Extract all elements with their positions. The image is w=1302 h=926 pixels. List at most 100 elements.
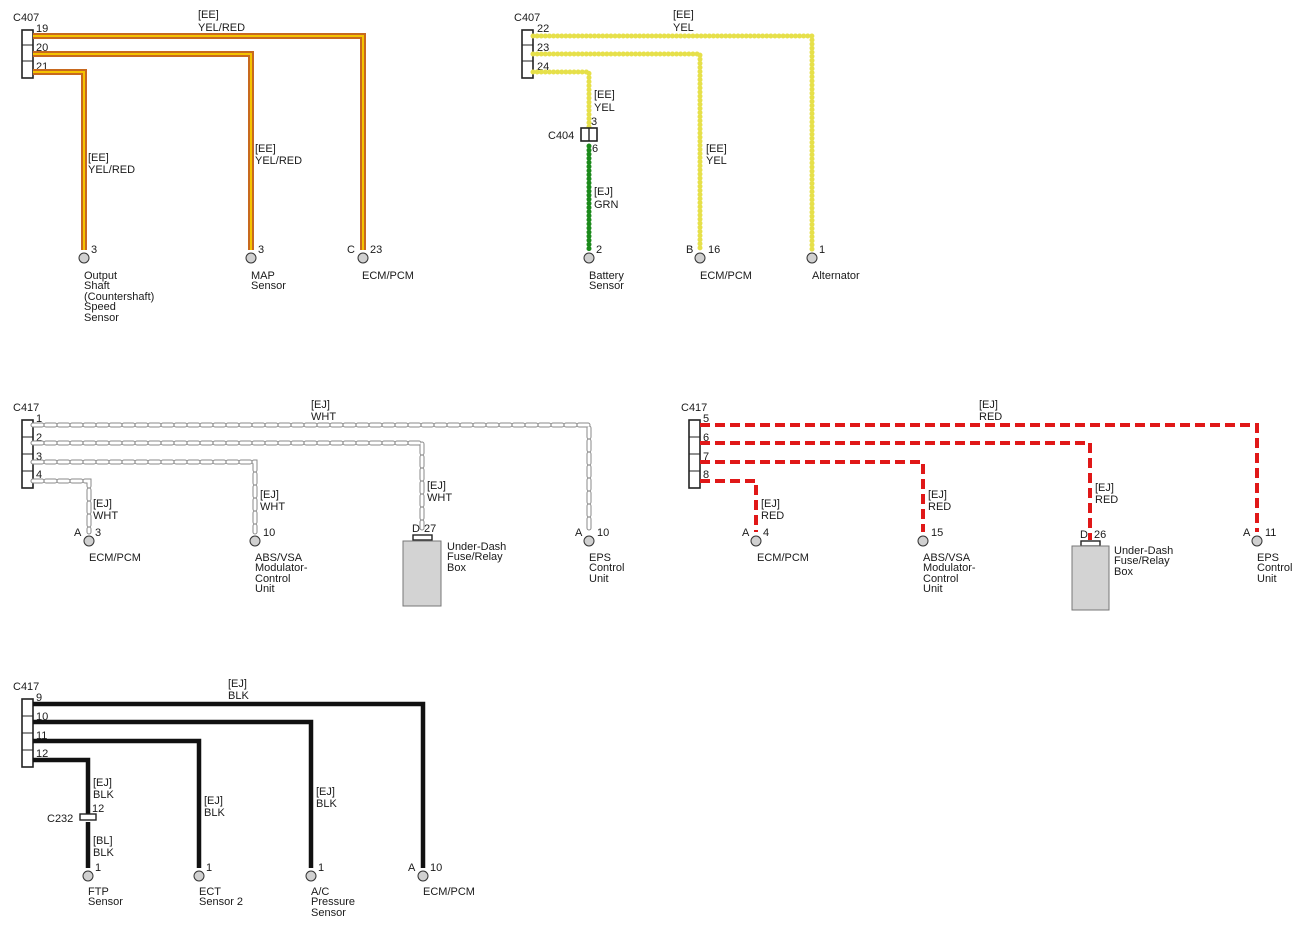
wire-color: RED: [1095, 494, 1118, 506]
pin-prefix: B: [686, 244, 693, 256]
pin-label: 22: [537, 23, 549, 35]
component-label-line: ECT: [199, 886, 221, 898]
pin-prefix: A: [74, 527, 82, 539]
wire-red-bus: [700, 423, 1259, 540]
pin-label: 9: [36, 692, 42, 704]
pin-label: 4: [36, 469, 42, 481]
pin-label: 6: [703, 432, 709, 444]
component-label-line: ECM/PCM: [700, 270, 752, 282]
pin-prefix: A: [575, 527, 583, 539]
component-label-line: Unit: [923, 583, 943, 595]
pin-label: 1: [36, 413, 42, 425]
component-label-line: ECM/PCM: [423, 886, 475, 898]
terminal-icon: [82, 870, 94, 882]
connector-label-c404: C404: [548, 130, 574, 142]
component-label-line: ABS/VSA: [255, 552, 303, 564]
fuse-box-connector: [1080, 540, 1101, 547]
pin-number: 11: [1265, 527, 1276, 539]
group-red: C417 5 6 7 8 [EJ] RED [EJ] RED [EJ] RED …: [681, 399, 1292, 611]
wire-code: [EE]: [255, 143, 276, 155]
wire-color: BLK: [204, 807, 225, 819]
terminal-icon: [249, 535, 261, 547]
group-yel-red: C407 19 20 21 [EE] YEL/RED [EE] YEL/RED …: [13, 9, 414, 324]
pin-prefix: D: [412, 523, 420, 535]
component-label-line: Fuse/Relay: [1114, 555, 1170, 567]
connector-label-c232: C232: [47, 813, 73, 825]
wire-color: BLK: [93, 847, 114, 859]
component-label-line: FTP: [88, 886, 109, 898]
wire-code: [EE]: [88, 152, 109, 164]
terminal-icon: [694, 252, 706, 264]
component-label-line: Shaft: [84, 280, 110, 292]
pin-number: 1: [206, 862, 212, 874]
wire-color: WHT: [260, 501, 285, 513]
wire-code: [EJ]: [311, 399, 330, 411]
component-label-line: EPS: [1257, 552, 1279, 564]
terminal-icon: [1251, 535, 1263, 547]
pin-number: 10: [597, 527, 609, 539]
wire-color: WHT: [311, 411, 336, 423]
component-label-line: Sensor: [311, 907, 346, 919]
connector-c407-a: [21, 29, 34, 79]
component-label-line: ECM/PCM: [362, 270, 414, 282]
wire-color: GRN: [594, 199, 619, 211]
wire-code: [EJ]: [928, 489, 947, 501]
wire-color: YEL/RED: [198, 22, 245, 34]
component-label-line: Speed: [84, 301, 116, 313]
wire-color: YEL/RED: [255, 155, 302, 167]
pin-label: 8: [703, 469, 709, 481]
component-label-line: Box: [447, 562, 466, 574]
wire-code: [EJ]: [204, 795, 223, 807]
component-label-line: Under-Dash: [1114, 545, 1173, 557]
component-label-line: Control: [589, 562, 624, 574]
component-label-line: (Countershaft): [84, 291, 154, 303]
component-label-line: Modulator-: [923, 562, 976, 574]
pin-prefix: D: [1080, 529, 1088, 541]
wire-code: [EJ]: [93, 498, 112, 510]
component-label-line: Control: [255, 573, 290, 585]
terminal-icon: [583, 535, 595, 547]
group-blk: C417 9 10 11 12 [EJ] BLK [EJ] BLK 12 C23…: [13, 678, 475, 919]
pin-number: 3: [95, 527, 101, 539]
pin-prefix: A: [408, 862, 416, 874]
wire-code: [EJ]: [979, 399, 998, 411]
component-label-line: EPS: [589, 552, 611, 564]
wire-color: BLK: [228, 690, 249, 702]
wire-code: [BL]: [93, 835, 113, 847]
wire-code: [EE]: [198, 9, 219, 21]
component-label-line: Sensor: [84, 312, 119, 324]
pin-number: 16: [708, 244, 720, 256]
component-label-line: Alternator: [812, 270, 860, 282]
pin-prefix: A: [1243, 527, 1251, 539]
wire-color: WHT: [427, 492, 452, 504]
connector-label-c407-a: C407: [13, 12, 39, 24]
pin-number: 1: [819, 244, 825, 256]
pin-number: 10: [430, 862, 442, 874]
wire-color: RED: [928, 501, 951, 513]
wire-code: [EJ]: [260, 489, 279, 501]
fuse-relay-box: [402, 540, 442, 607]
wire-code: [EJ]: [427, 480, 446, 492]
fuse-box-connector: [412, 534, 433, 541]
wire-color: BLK: [93, 789, 114, 801]
terminal-icon: [83, 535, 95, 547]
wire-color: YEL: [673, 22, 694, 34]
pin-label: 5: [703, 413, 709, 425]
component-label-line: A/C: [311, 886, 329, 898]
component-label-line: MAP: [251, 270, 275, 282]
component-label-line: Under-Dash: [447, 541, 506, 553]
pin-label: 23: [537, 42, 549, 54]
pin-number: 27: [424, 523, 436, 535]
pin-number: 4: [763, 527, 769, 539]
wire-code: [EE]: [594, 89, 615, 101]
wire-code: [EJ]: [316, 786, 335, 798]
terminal-icon: [305, 870, 317, 882]
pin-number: 1: [95, 862, 101, 874]
wire-yel-red-bus: [33, 33, 366, 250]
wire-color: BLK: [316, 798, 337, 810]
component-label-line: Sensor 2: [199, 896, 243, 908]
terminal-icon: [193, 870, 205, 882]
pin-label: 3: [36, 451, 42, 463]
wire-code: [EJ]: [1095, 482, 1114, 494]
wire-color: RED: [979, 411, 1002, 423]
